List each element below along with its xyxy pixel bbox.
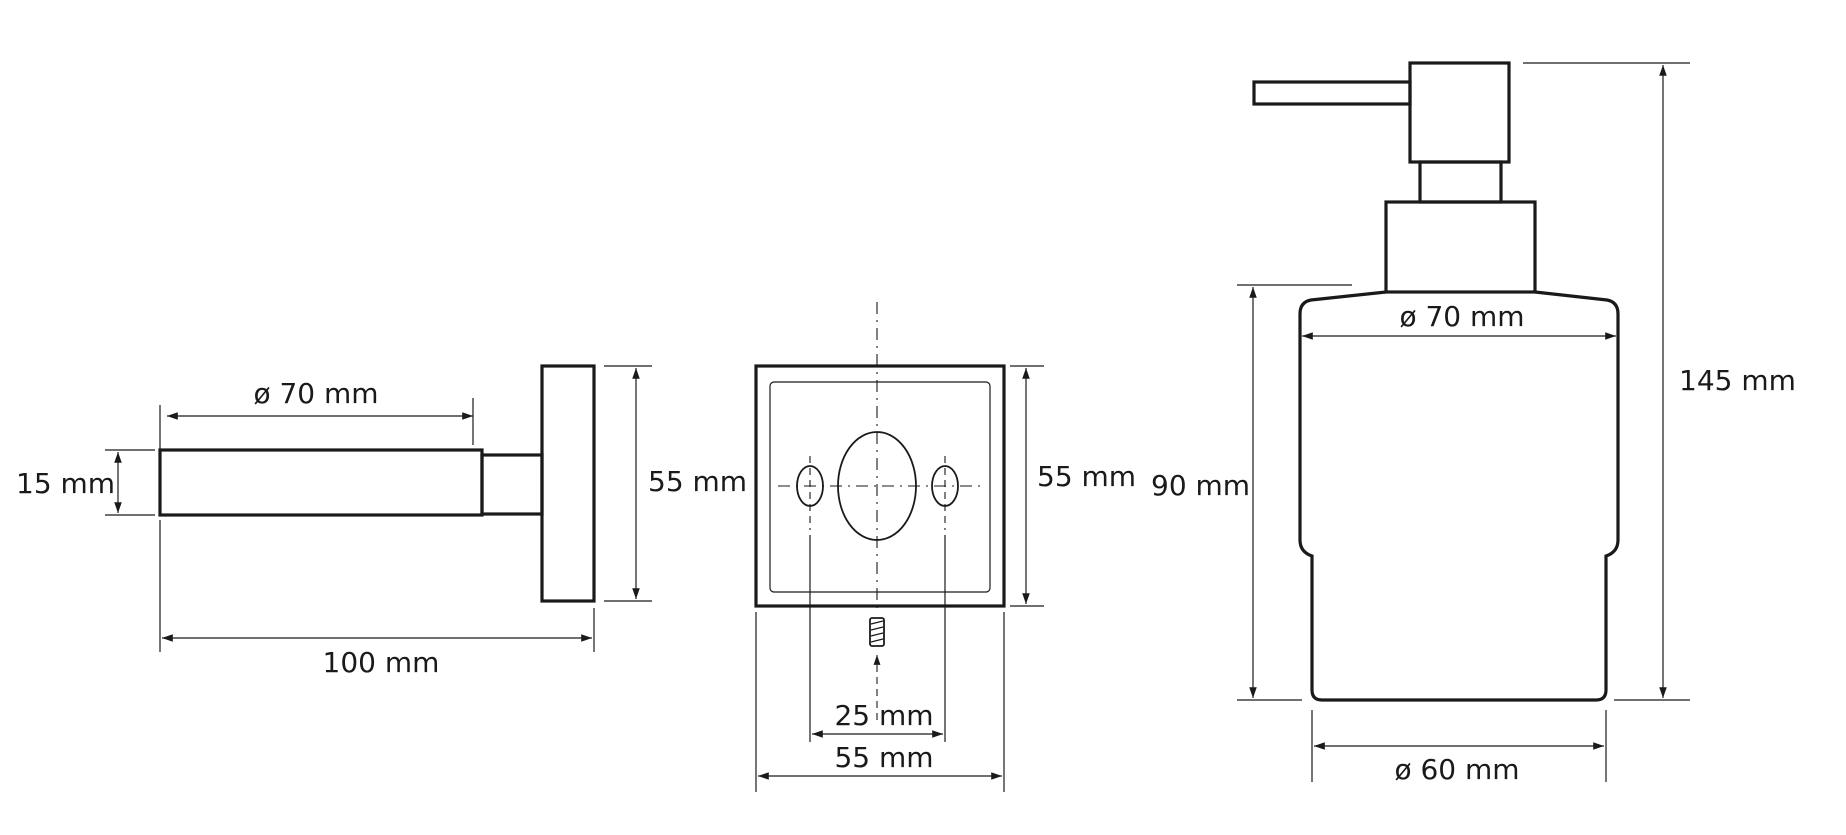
pump-head — [1408, 61, 1511, 164]
dispenser-view: ø 70 mm 145 mm 90 mm ø 60 mm — [1151, 61, 1796, 786]
plate-width-label: 55 mm — [834, 741, 933, 774]
plate-height-label: 55 mm — [1037, 460, 1136, 493]
bottom-diameter-label: ø 60 mm — [1394, 753, 1519, 786]
center-hole — [837, 431, 917, 541]
top-diameter-label: ø 70 mm — [1399, 300, 1524, 333]
wall-plate-side — [540, 364, 596, 603]
front-view: 55 mm 25 mm 55 mm — [754, 302, 1136, 792]
wall-plate-front — [754, 364, 1006, 608]
holder-arm-side — [480, 453, 544, 516]
side-view: ø 70 mm 15 mm 55 mm 100 mm — [16, 364, 747, 679]
pump-stem — [1418, 160, 1503, 204]
pump-collar — [1384, 200, 1537, 294]
plate-height-label: 55 mm — [648, 465, 747, 498]
total-height-label: 145 mm — [1679, 364, 1796, 397]
length-label: 100 mm — [323, 646, 440, 679]
set-screw — [869, 617, 885, 647]
pump-nozzle — [1252, 80, 1412, 106]
holder-ring-side — [158, 448, 484, 517]
body-height-label: 90 mm — [1151, 469, 1250, 502]
bottle-body — [1298, 290, 1620, 702]
plate-inner-edge — [769, 381, 991, 593]
thickness-label: 15 mm — [16, 467, 115, 500]
ring-diameter-label: ø 70 mm — [253, 377, 378, 410]
hole-spacing-label: 25 mm — [834, 699, 933, 732]
